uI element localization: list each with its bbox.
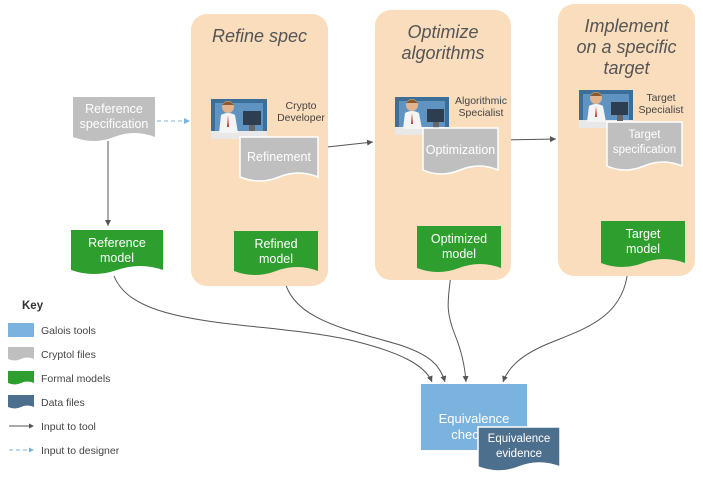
panel-title-refine-spec: Refine spec xyxy=(211,26,308,46)
optimization-label: Optimization xyxy=(425,143,496,157)
crypto-developer-label: Crypto Developer xyxy=(277,100,325,124)
panel-title-implement-target: Implement on a specific target xyxy=(576,16,677,78)
optimization-doc: Optimization xyxy=(422,127,499,175)
dashed-arrow-swatch xyxy=(9,447,34,453)
key-label: Input to designer xyxy=(41,445,120,457)
target-model-to-checker-arrow xyxy=(502,268,629,383)
key-label: Data files xyxy=(41,397,85,409)
target-specification-label: Target specification xyxy=(612,129,677,156)
algorithmic-specialist-icon xyxy=(395,95,451,137)
data-files-swatch xyxy=(8,395,34,409)
refined-model-doc: Refined model xyxy=(234,231,318,275)
reference-model-to-checker-arrow xyxy=(113,275,433,383)
algorithmic-specialist-label: Algorithmic Specialist xyxy=(455,95,507,119)
refined-model-label: Refined model xyxy=(254,237,298,266)
galois-tools-swatch xyxy=(8,323,34,337)
equivalence-evidence-label: Equivalence evidence xyxy=(487,433,551,460)
refined-model-to-checker-arrow xyxy=(283,276,447,383)
key-label: Galois tools xyxy=(41,325,96,337)
optimized-model-doc: Optimized model xyxy=(417,226,501,272)
key-label: Input to tool xyxy=(41,421,96,433)
target-specialist-icon xyxy=(579,88,635,130)
key-label: Formal models xyxy=(41,373,111,385)
optimized-model-label: Optimized model xyxy=(430,232,488,261)
cryptol-files-swatch xyxy=(8,347,34,361)
key-title: Key xyxy=(22,300,44,312)
target-specialist-label: Target Specialist xyxy=(638,92,684,116)
target-model-doc: Target model xyxy=(601,221,685,267)
refinement-doc: Refinement xyxy=(239,136,319,182)
panel-title-optimize-algorithms: Optimize algorithms xyxy=(401,22,485,63)
formal-models-swatch xyxy=(8,371,34,385)
key-label: Cryptol files xyxy=(41,349,96,361)
target-specification-doc: Target specification xyxy=(606,121,683,171)
optimized-model-to-checker-arrow xyxy=(447,273,469,383)
solid-arrow-swatch xyxy=(9,423,34,429)
reference-model-label: Reference model xyxy=(88,236,146,265)
reference-specification-doc: Reference specification xyxy=(73,97,155,141)
crypto-developer-icon xyxy=(211,97,269,141)
refinement-label: Refinement xyxy=(247,150,311,164)
equivalence-evidence-doc: Equivalence evidence xyxy=(477,426,561,472)
reference-model-doc: Reference model xyxy=(71,230,163,274)
reference-specification-label: Reference specification xyxy=(79,102,149,131)
target-model-label: Target model xyxy=(625,227,661,256)
